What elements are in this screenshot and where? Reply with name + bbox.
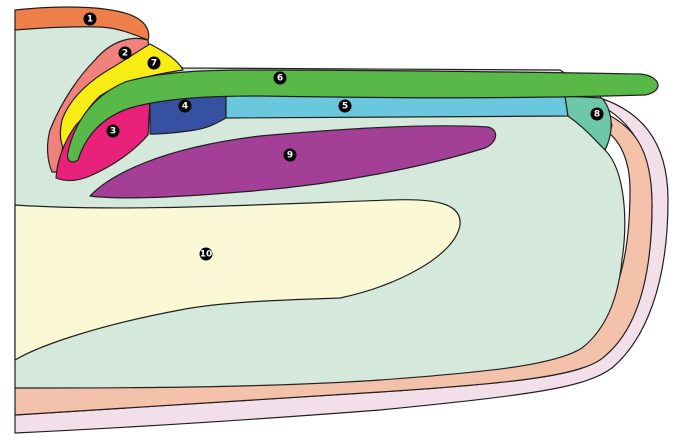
marker-label: 8	[594, 110, 600, 120]
marker-9: 9	[284, 149, 297, 162]
marker-label: 5	[342, 102, 348, 112]
marker-label: 4	[182, 102, 188, 112]
marker-label: 10	[200, 250, 213, 260]
marker-5: 5	[339, 100, 352, 113]
marker-label: 6	[277, 74, 283, 84]
marker-label: 1	[87, 15, 93, 25]
marker-label: 3	[110, 127, 116, 137]
marker-label: 2	[122, 49, 128, 59]
marker-3: 3	[107, 125, 120, 138]
marker-label: 9	[287, 151, 293, 161]
marker-label: 7	[151, 59, 157, 69]
marker-10: 10	[200, 248, 213, 261]
marker-7: 7	[148, 57, 161, 70]
marker-1: 1	[84, 13, 97, 26]
marker-4: 4	[179, 100, 192, 113]
marker-6: 6	[274, 72, 287, 85]
marker-8: 8	[591, 108, 604, 121]
marker-2: 2	[119, 47, 132, 60]
